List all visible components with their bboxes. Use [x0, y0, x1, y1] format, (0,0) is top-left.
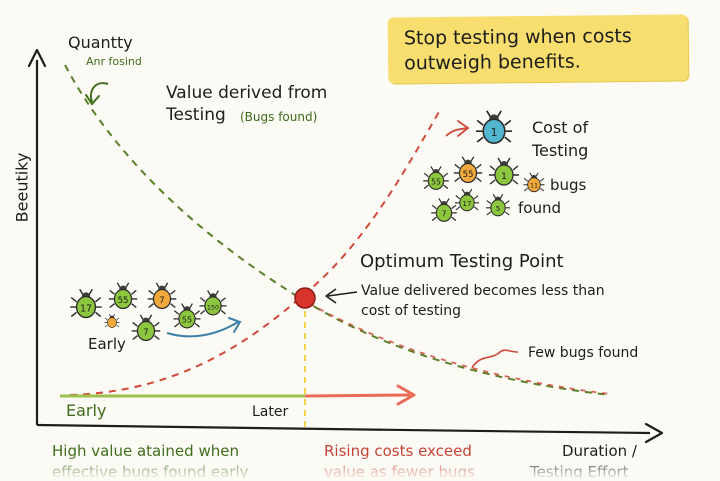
bug-number: 7	[159, 296, 164, 306]
bug-icon: 7	[131, 314, 161, 342]
cost-title-line-2: Testing	[532, 141, 589, 160]
callout-box: Stop testing when costs outweigh benefit…	[387, 14, 689, 84]
few-bugs-arrow	[471, 349, 519, 369]
bug-number: 55	[463, 170, 474, 180]
bug-icon: 150	[199, 290, 227, 316]
bug-number: 55	[118, 296, 129, 306]
optimum-desc-line-1: Value delivered becomes less than	[361, 283, 605, 299]
x-axis	[36, 423, 651, 435]
x-axis-label-line-2: Testing Effort	[530, 463, 629, 481]
value-curve-title-line-1: Value derived from	[166, 83, 328, 103]
bugs-found-line-1: bugs	[550, 176, 587, 194]
quantity-label: Quantty	[68, 33, 133, 52]
bug-icon: 17	[70, 288, 102, 319]
timeline-arrowhead	[396, 384, 416, 406]
bug-number: 17	[462, 199, 471, 208]
bug-number: 17	[80, 303, 92, 314]
bug-icon	[104, 313, 120, 328]
bug-number: 7	[442, 209, 447, 218]
bottom-right-line-1: Rising costs exceed	[324, 442, 472, 460]
cost-curve	[69, 109, 441, 396]
bug-icon: 17	[454, 188, 480, 212]
timeline-line-late	[304, 393, 411, 398]
cluster-arrow	[166, 321, 239, 338]
bug-icon: 11	[523, 172, 545, 193]
optimum-title: Optimum Testing Point	[360, 251, 564, 272]
quantity-sublabel: Anr fosind	[86, 55, 142, 68]
timeline-later-label: Later	[252, 404, 289, 420]
value-curve-title-paren: (Bugs found)	[240, 110, 318, 124]
bug-icon: 7	[147, 282, 177, 310]
x-axis-arrowhead	[644, 422, 664, 444]
bug-icon: 1	[475, 110, 513, 144]
bug-icon: 55	[423, 166, 449, 190]
bug-number: 1	[501, 172, 507, 182]
bug-icon: 7	[431, 198, 457, 222]
x-axis-label-line-1: Duration /	[562, 442, 637, 460]
bug-number: 55	[431, 177, 441, 186]
bug-number: 150	[207, 305, 219, 312]
y-axis-arrowhead	[27, 48, 47, 68]
bug-number: 5	[496, 204, 501, 213]
cost-title-line-1: Cost of	[532, 118, 589, 137]
bug-number: 55	[182, 315, 192, 325]
optimum-arrow	[327, 291, 358, 297]
callout-line-2: outweigh benefits.	[404, 50, 581, 75]
few-bugs-label: Few bugs found	[528, 345, 639, 361]
bottom-left-line-2: effective bugs found early	[52, 463, 249, 481]
bug-icon: 5	[485, 193, 511, 217]
y-axis-label: Beeutiky	[12, 152, 32, 223]
cost-arrow	[445, 127, 467, 137]
timeline-early-label: Early	[66, 401, 107, 420]
optimum-point-marker	[294, 287, 316, 309]
bug-icon: 1	[489, 157, 519, 186]
optimum-desc-line-2: cost of testing	[361, 303, 461, 319]
curl-arrowhead	[85, 94, 100, 106]
value-curve-tail	[299, 297, 611, 395]
bottom-right-line-2: value as fewer bugs	[324, 463, 475, 481]
bug-number: 1	[491, 126, 498, 139]
bug-number: 11	[530, 183, 538, 190]
y-axis	[35, 59, 39, 426]
left-cluster-label: Early	[88, 335, 126, 353]
cluster-arrowhead	[228, 317, 242, 333]
bugs-found-line-2: found	[518, 199, 561, 217]
bug-icon: 55	[453, 156, 483, 184]
value-curve	[64, 64, 611, 396]
callout-line-1: Stop testing when costs	[403, 25, 632, 50]
optimum-arrowhead	[325, 288, 337, 304]
bug-icon: 55	[108, 282, 138, 310]
bug-number: 7	[143, 328, 148, 338]
bug-icon: 55	[173, 303, 201, 329]
bottom-left-line-1: High value atained when	[52, 442, 239, 460]
cost-arrowhead	[457, 120, 470, 137]
value-curve-title-line-2: Testing	[166, 105, 226, 125]
curl-arrow	[90, 82, 109, 103]
